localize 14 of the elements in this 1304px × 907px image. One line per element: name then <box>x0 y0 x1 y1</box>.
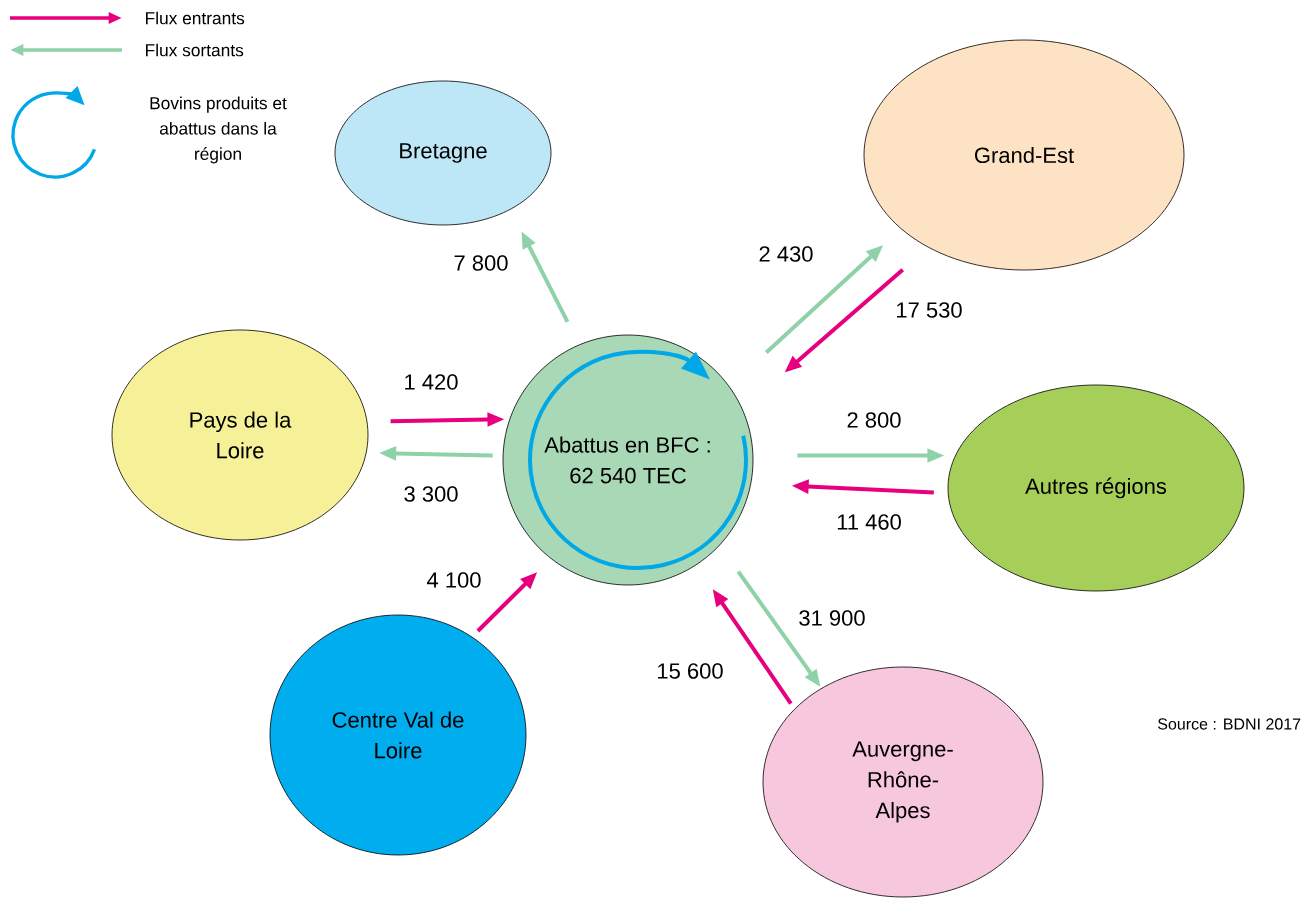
source-note: Source : BDNI 2017 <box>1158 718 1301 730</box>
edge-label: 4 100 <box>427 572 481 588</box>
edge-label: 1 420 <box>405 374 458 390</box>
legend-text: Flux entrants <box>146 11 245 25</box>
edge-label: 2 800 <box>847 412 901 428</box>
edge-label: 3 300 <box>404 486 458 502</box>
edge-label: 2 430 <box>759 246 813 262</box>
edge-label: 7 800 <box>454 255 508 271</box>
edge-label: 11 460 <box>837 514 901 530</box>
edge-label: 15 600 <box>658 663 723 679</box>
legend-text: Bovins produits et abattus dans la région <box>150 96 287 164</box>
edge-label: 31 900 <box>799 610 865 626</box>
edge-label: 17 530 <box>897 302 962 318</box>
legend-text: Flux sortants <box>146 43 244 57</box>
